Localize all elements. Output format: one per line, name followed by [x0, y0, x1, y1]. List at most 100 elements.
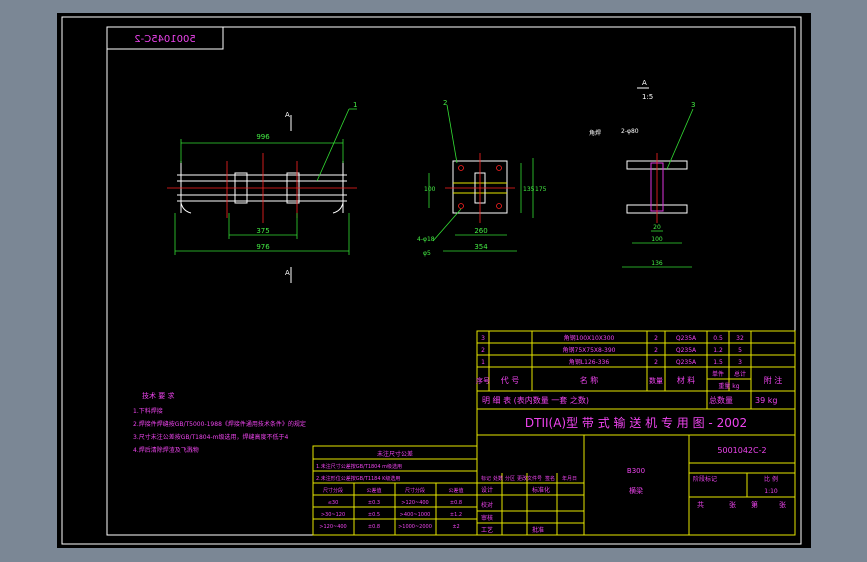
- dim-front-inner: 375: [256, 227, 269, 235]
- sheet-label-2: 张: [779, 500, 786, 509]
- tb-role: 设计: [481, 486, 493, 494]
- tol-header: 尺寸分段: [323, 487, 343, 494]
- tol-cell: ±1.2: [450, 512, 462, 518]
- sheet-of-label: 第: [751, 500, 758, 509]
- tb-label: 处数: [493, 475, 503, 482]
- parts-cell: 2: [654, 347, 658, 354]
- parts-cell: 角钢L126-336: [569, 358, 610, 366]
- parts-cell: 角钢75X75X8-390: [563, 346, 616, 354]
- parts-header: 名 称: [580, 375, 599, 385]
- tol-cell: ±2: [452, 524, 459, 530]
- tb-label: 年月日: [562, 475, 577, 482]
- part-name: 横梁: [629, 486, 643, 495]
- note-line-3: 3.尺寸未注公差按GB/T1804-m级选用，焊缝高度不低于4: [133, 433, 288, 441]
- parts-header: 总计: [734, 370, 746, 378]
- leader-2: 2: [443, 99, 447, 107]
- dim-section-inner: 100: [651, 236, 663, 243]
- section-label: A: [642, 79, 647, 87]
- section-scale: 1:5: [642, 93, 653, 101]
- detail-row: 明 细 表 (表内数量 一套 之数): [482, 395, 589, 405]
- weld-size: 2-φ80: [621, 128, 639, 135]
- drawing-code: 5001042C-2: [717, 446, 766, 455]
- code-box: [106, 26, 224, 50]
- parts-cell: 2: [481, 347, 485, 354]
- side-view: [428, 104, 534, 252]
- tb-role: 工艺: [481, 526, 493, 534]
- parts-cell: 3: [481, 335, 485, 342]
- tb-label: 分区: [505, 475, 515, 482]
- front-view: [167, 108, 357, 283]
- leader-1: 1: [353, 101, 357, 109]
- scale-value: 1:10: [764, 488, 778, 495]
- mirrored-code: 5001045C-2: [134, 34, 196, 45]
- drawing-canvas: 5001045C-2 996 375 976 1 A A: [57, 13, 811, 548]
- parts-header: 序号: [476, 376, 490, 385]
- tol-header: 公差值: [366, 487, 381, 494]
- parts-header: 材 料: [677, 375, 696, 385]
- notes-title: 技术 要 求: [142, 391, 174, 400]
- dim-side-height1: 135: [523, 186, 535, 193]
- tol-cell: >120~400: [401, 500, 428, 506]
- title-block-grid: [476, 434, 796, 536]
- leader-3: 3: [691, 101, 695, 109]
- parts-cell: Q235A: [676, 347, 697, 354]
- dim-side-hole2: φ5: [423, 250, 431, 257]
- tol-cell: >1000~2000: [398, 524, 432, 530]
- parts-rows: 3 角钢100X10X300 2 Q235A 0.5 32 2 角钢75X75X…: [481, 334, 744, 366]
- dim-side-hole: 4-φ18: [417, 236, 435, 243]
- tol-cell: ±0.5: [368, 512, 380, 518]
- parts-cell: 5: [738, 347, 742, 354]
- dim-section-center: 20: [653, 224, 661, 231]
- section-view: [622, 87, 694, 268]
- sheets-label: 共: [697, 500, 704, 509]
- tol-cell: ≤30: [328, 500, 339, 506]
- tb-label: 标记: [481, 475, 491, 482]
- dim-side-height2: 175: [535, 186, 547, 193]
- tol-cell: ±0.8: [450, 500, 462, 506]
- parts-cell: 1.2: [713, 347, 723, 354]
- tol-header: 公差值: [448, 487, 463, 494]
- dim-side-width: 260: [474, 227, 487, 235]
- dim-section-bottom: 136: [651, 260, 663, 267]
- cad-drawing: 5001045C-2 996 375 976 1 A A: [61, 16, 802, 545]
- parts-cell: Q235A: [676, 359, 697, 366]
- section-A-top: A: [285, 111, 290, 119]
- tb-role: 校对: [481, 501, 493, 509]
- dim-front-bottom: 976: [256, 243, 270, 251]
- parts-cell: 32: [736, 335, 744, 342]
- tb-label: 签名: [545, 475, 555, 482]
- outer-border: [61, 16, 802, 545]
- tol-cell: >400~1000: [400, 512, 431, 518]
- tb-label: 更改文件号: [517, 475, 542, 482]
- drawing-title: DTII(A)型 带 式 输 送 机 专 用 图 - 2002: [525, 415, 747, 430]
- tol-cell: >30~120: [321, 512, 345, 518]
- note-line-2: 2.焊接件焊缝按GB/T5000-1988《焊接件通用技术条件》的规定: [133, 420, 306, 428]
- weight-label: 总数量: [709, 395, 733, 405]
- parts-cell: 角钢100X10X300: [564, 334, 615, 342]
- parts-header: 数量: [649, 376, 663, 385]
- tol-cell: ±0.3: [368, 500, 380, 506]
- tol-rows: ≤30 ±0.3 >120~400 ±0.8 >30~120 ±0.5 >400…: [319, 500, 462, 530]
- weld-note: 角焊: [589, 129, 601, 137]
- section-A-bottom: A: [285, 269, 290, 277]
- parts-table-grid: [476, 330, 796, 410]
- parts-header: 附 注: [764, 375, 783, 385]
- parts-cell: 0.5: [713, 335, 723, 342]
- tol-line-2: 2.未注形位公差按GB/T1184 K级选用: [316, 475, 400, 482]
- tol-header: 尺寸分段: [405, 487, 425, 494]
- parts-header: 重量 kg: [718, 382, 739, 390]
- part-code: B300: [627, 467, 645, 475]
- parts-cell: 1.5: [713, 359, 723, 366]
- stage-label: 阶段标记: [693, 475, 717, 483]
- tol-cell: >120~400: [319, 524, 346, 530]
- parts-header: 代 号: [501, 375, 520, 385]
- dim-front-top: 996: [256, 133, 270, 141]
- parts-cell: 3: [738, 359, 742, 366]
- parts-headers: 序号 代 号 名 称 数量 材 料 单件 总计 重量 kg 附 注: [476, 370, 782, 390]
- title-block-labels: 标记 处数 分区 更改文件号 签名 年月日 设计 校对 审核 工艺 标准化 批准: [481, 475, 577, 534]
- parts-cell: 1: [481, 359, 485, 366]
- ratio-label: 比 例: [764, 475, 778, 483]
- dim-side-outer: 354: [474, 243, 488, 251]
- note-line-4: 4.焊后清除焊渣及飞溅物: [133, 446, 199, 454]
- tb-role: 标准化: [532, 486, 550, 494]
